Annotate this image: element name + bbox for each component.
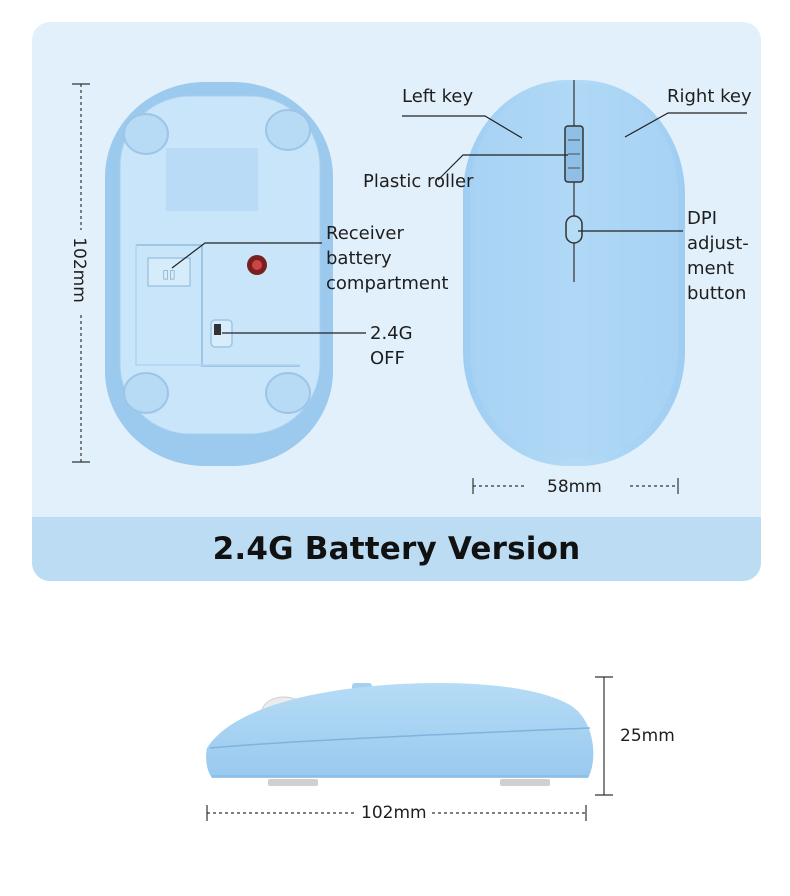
dpi-label-line3: ment — [687, 258, 735, 279]
receiver-label-line1: Receiver — [326, 223, 404, 244]
version-banner: 2.4G Battery Version — [32, 517, 761, 581]
length-dimension-label: 102mm — [68, 237, 89, 303]
receiver-label-line2: battery — [326, 248, 392, 269]
receiver-label-line3: compartment — [326, 273, 449, 294]
left-key-callout-line — [402, 115, 523, 139]
length-dimension-line — [72, 83, 90, 463]
mouse-bottom-view: ▯▯ — [105, 82, 333, 466]
side-length-dimension-line — [206, 805, 587, 821]
plastic-roller-label: Plastic roller — [363, 171, 474, 192]
roller-callout-line — [437, 154, 568, 181]
receiver-callout-line — [171, 242, 322, 269]
width-dimension-line — [472, 478, 679, 494]
height-dimension-line — [595, 676, 613, 796]
right-key-callout-line — [624, 112, 747, 138]
mouse-side-view — [206, 682, 594, 786]
svg-text:▯▯: ▯▯ — [162, 267, 175, 281]
dpi-label-line2: adjust- — [687, 233, 749, 254]
left-key-label: Left key — [402, 86, 474, 107]
right-key-label: Right key — [667, 86, 752, 107]
dpi-label-line1: DPI — [687, 208, 718, 229]
side-length-dimension-label: 102mm — [361, 803, 427, 823]
height-dimension-label: 25mm — [620, 726, 675, 746]
banner-title: 2.4G Battery Version — [212, 531, 581, 567]
width-dimension-label: 58mm — [547, 477, 602, 497]
switch-label-line1: 2.4G — [370, 323, 413, 344]
dpi-label-line4: button — [687, 283, 747, 304]
mouse-top-view — [463, 80, 685, 466]
switch-label-line2: OFF — [370, 348, 405, 369]
